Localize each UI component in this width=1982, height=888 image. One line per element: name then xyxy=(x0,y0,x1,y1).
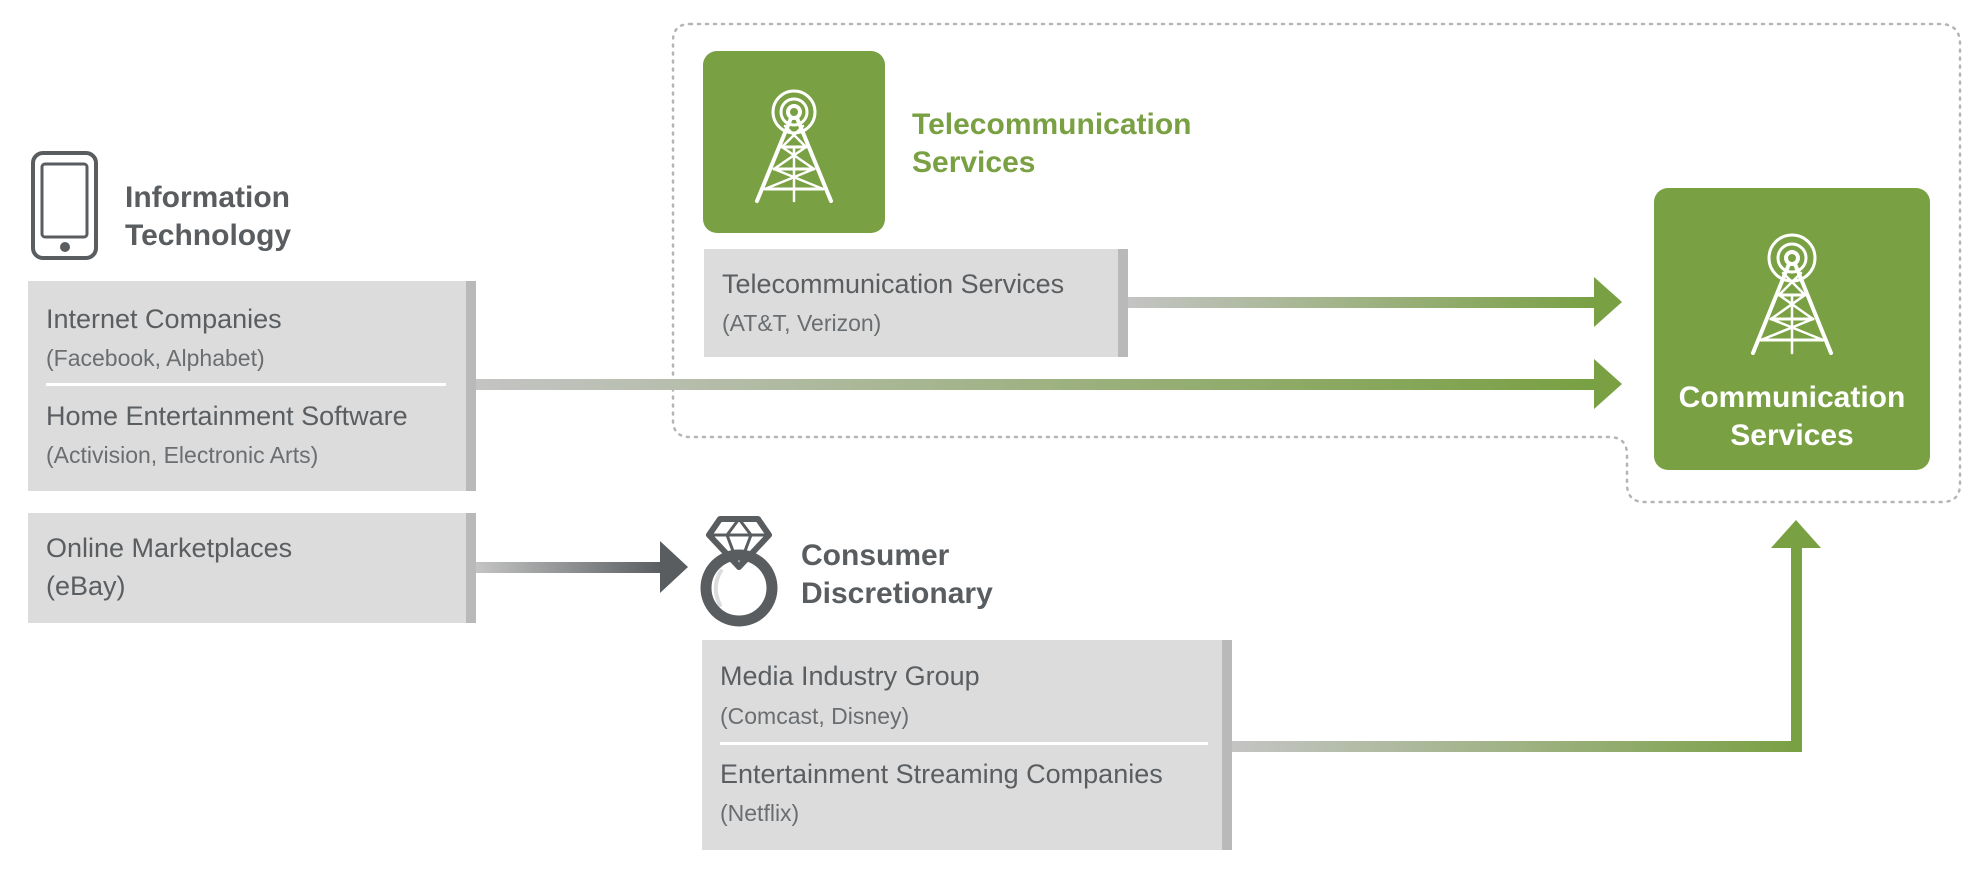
marketplace-connector-line xyxy=(476,562,662,573)
media-connector-line xyxy=(1232,741,1802,752)
box-edge xyxy=(466,513,476,623)
consumer-discretionary-label: Consumer Discretionary xyxy=(801,537,993,613)
info-tech-label-line1: Information xyxy=(125,181,290,214)
antenna-tower-icon xyxy=(1751,233,1833,355)
box-divider xyxy=(46,383,446,386)
home-entertainment-software-title: Home Entertainment Software xyxy=(46,401,408,431)
antenna-tower-icon xyxy=(755,89,833,203)
media-connector-riser xyxy=(1791,546,1802,752)
communication-services-label: Communication Services xyxy=(1654,379,1930,455)
media-arrowhead xyxy=(1771,520,1821,548)
media-industry-group-title: Media Industry Group xyxy=(720,661,980,691)
media-industry-group-examples: (Comcast, Disney) xyxy=(720,703,910,729)
marketplace-arrowhead xyxy=(660,541,688,593)
internet-companies-examples: (Facebook, Alphabet) xyxy=(46,345,265,371)
telecom-icon-tile xyxy=(703,51,885,233)
diamond-ring-icon xyxy=(700,516,778,627)
telecom-label-line1: Telecommunication xyxy=(912,108,1192,141)
consumer-label-line2: Discretionary xyxy=(801,577,993,610)
telecom-services-box: Telecommunication Services (AT&T, Verizo… xyxy=(704,249,1128,357)
telecom-connector-line xyxy=(1126,297,1596,308)
comm-label-line2: Services xyxy=(1730,419,1854,452)
online-marketplaces-title: Online Marketplaces xyxy=(46,533,293,563)
telecom-services-title: Telecommunication Services xyxy=(722,269,1065,299)
telecom-services-examples: (AT&T, Verizon) xyxy=(722,310,882,336)
info-tech-label: Information Technology xyxy=(125,179,291,255)
box-divider xyxy=(720,742,1208,745)
communication-services-tile: Communication Services xyxy=(1654,188,1930,470)
entertainment-streaming-examples: (Netflix) xyxy=(720,800,800,826)
info-tech-arrowhead xyxy=(1594,359,1622,409)
telecom-arrowhead xyxy=(1594,277,1622,327)
smartphone-icon xyxy=(31,151,98,260)
info-tech-connector-line xyxy=(476,379,1596,390)
comm-label-line1: Communication xyxy=(1678,381,1906,414)
online-marketplaces-box: Online Marketplaces (eBay) xyxy=(28,513,476,623)
info-tech-companies-box: Internet Companies (Facebook, Alphabet) … xyxy=(28,281,476,491)
box-edge xyxy=(466,281,476,491)
telecom-label-line2: Services xyxy=(912,146,1036,179)
online-marketplaces-examples: (eBay) xyxy=(46,571,126,601)
box-edge xyxy=(1118,249,1128,357)
info-tech-label-line2: Technology xyxy=(125,219,292,252)
box-edge xyxy=(1222,640,1232,850)
internet-companies-title: Internet Companies xyxy=(46,304,282,334)
telecom-region-dotted-border xyxy=(671,22,1962,504)
entertainment-streaming-title: Entertainment Streaming Companies xyxy=(720,759,1163,789)
home-entertainment-software-examples: (Activision, Electronic Arts) xyxy=(46,442,319,468)
telecom-sector-label: Telecommunication Services xyxy=(912,106,1192,182)
consumer-label-line1: Consumer xyxy=(801,539,950,572)
media-streaming-box: Media Industry Group (Comcast, Disney) E… xyxy=(702,640,1232,850)
